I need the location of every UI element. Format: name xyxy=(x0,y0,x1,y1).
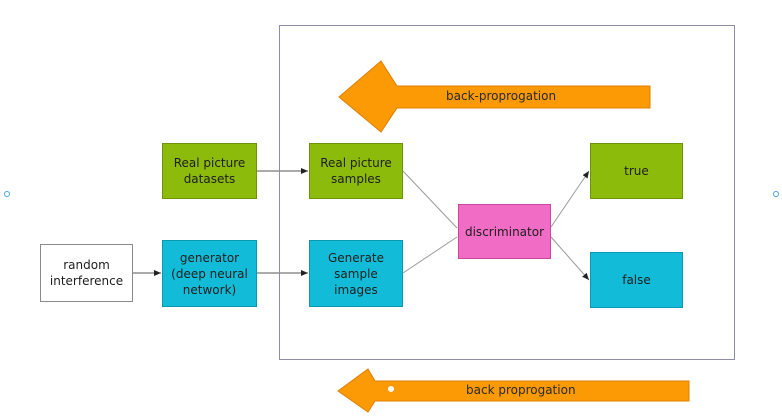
node-false[interactable]: false xyxy=(590,252,683,308)
node-discriminator[interactable]: discriminator xyxy=(458,204,551,259)
back-propagation-label-top: back-proprogation xyxy=(446,89,557,103)
node-real-picture-datasets[interactable]: Real picture datasets xyxy=(162,143,257,199)
node-true[interactable]: true xyxy=(590,143,683,199)
edge-discriminator-to-false xyxy=(550,236,590,281)
edge-discriminator-to-true xyxy=(550,170,590,228)
edge-samples-to-discriminator xyxy=(402,170,458,229)
node-generator[interactable]: generator (deep neural network) xyxy=(162,240,257,307)
node-random-interference[interactable]: random interference xyxy=(40,244,133,302)
selection-handle-left[interactable] xyxy=(4,191,10,197)
discriminator-frame xyxy=(279,25,735,360)
node-real-picture-samples[interactable]: Real picture samples xyxy=(309,143,403,199)
back-propagation-arrow-top xyxy=(338,60,651,133)
back-propagation-arrow-bottom xyxy=(337,368,690,413)
node-generate-sample-images[interactable]: Generate sample images xyxy=(309,240,403,307)
edge-generated-to-discriminator xyxy=(402,236,458,274)
selection-handle-bottom[interactable] xyxy=(388,386,394,392)
selection-handle-right[interactable] xyxy=(773,191,779,197)
back-propagation-label-bottom: back proprogation xyxy=(466,383,576,397)
